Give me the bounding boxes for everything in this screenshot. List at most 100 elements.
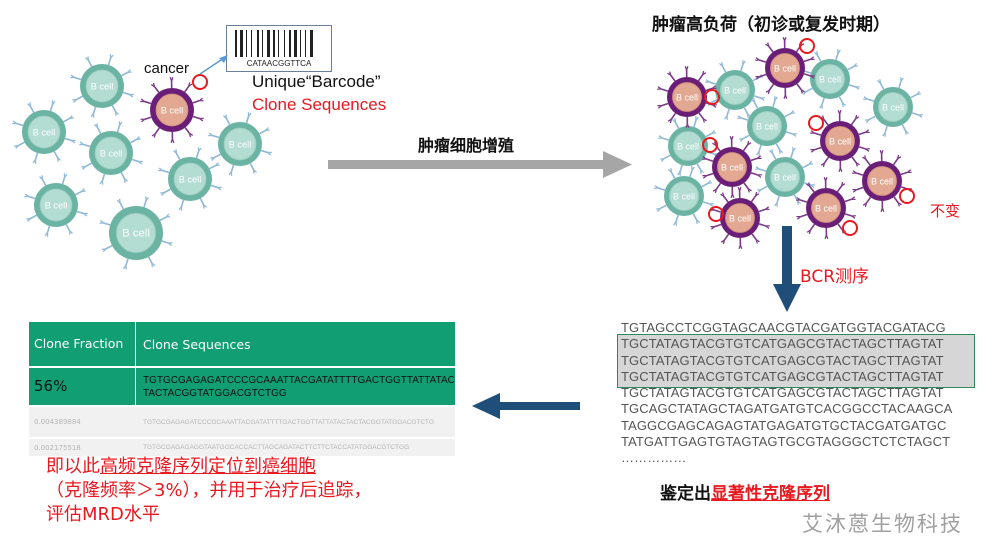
header-clone-fraction: Clone Fraction <box>29 322 136 366</box>
sequence-line: …………… <box>621 450 687 466</box>
b-cell: B cell <box>755 147 815 207</box>
cancer-label: cancer <box>144 60 190 77</box>
clone-table: Clone Fraction Clone Sequences 56% TGTGC… <box>29 322 455 456</box>
cell-label: B cell <box>100 149 123 159</box>
conclusion-line-1: 即以此高频克隆序列定位到癌细胞 <box>46 456 316 477</box>
barcode-marker-icon <box>808 115 824 131</box>
sequence-line: TGCTATAGTACGTGTCATGAGCGTACTAGCTTAGTAT <box>621 385 944 401</box>
row-sequence: TGTGCGAGAGATCCCGCAAATTACGATATTTTGACTGGTT… <box>143 418 435 426</box>
cell-label: B cell <box>33 128 56 138</box>
barcode-pointer-arrow <box>199 55 228 75</box>
cell-label: B cell <box>882 103 904 113</box>
cell-label: B cell <box>179 175 202 185</box>
cancer-cell: B cell <box>796 177 858 239</box>
cell-label: B cell <box>91 82 114 92</box>
proliferation-label: 肿瘤细胞增殖 <box>418 136 515 155</box>
unique-barcode-label: Unique“Barcode” <box>252 72 381 91</box>
barcode-marker-icon <box>799 38 815 54</box>
highlighted-sequence-line: TGCTATAGTACGTGTCATGAGCGTACTAGCTTAGTAT <box>621 336 944 352</box>
sequence-line: TGTAGCCTCGGTAGCAACGTACGATGGTACGATACG <box>621 320 946 335</box>
cancer-cell: B cell <box>140 74 208 143</box>
row-sequence: TGTGCGAGAGAGGTAATGGCACCACTTAGCAGATACTTCT… <box>143 444 410 451</box>
header-clone-sequences: Clone Sequences <box>143 336 251 352</box>
clone-sequences-label: Clone Sequences <box>252 95 387 114</box>
b-cell: B cell <box>99 196 173 270</box>
b-cell: B cell <box>70 54 134 118</box>
table-row: 0.002175518 TGTGCGAGAGAGGTAATGGCACCACTTA… <box>29 437 455 456</box>
cell-label: B cell <box>229 140 252 150</box>
barcode-marker-icon <box>704 89 720 105</box>
watermark: 艾沐蒽生物科技 <box>802 512 963 536</box>
cell-label: B cell <box>677 142 699 152</box>
b-cell: B cell <box>737 96 797 156</box>
b-cell: B cell <box>12 100 76 164</box>
cell-label: B cell <box>673 192 695 202</box>
b-cell: B cell <box>705 60 765 120</box>
back-arrow <box>472 393 580 419</box>
b-cell: B cell <box>208 112 272 176</box>
cancer-cell: B cell <box>808 110 870 172</box>
cell-label: B cell <box>774 173 796 183</box>
cell-label: B cell <box>161 106 184 116</box>
barcode-marker-icon <box>842 220 858 236</box>
cell-label: B cell <box>829 137 851 147</box>
conclusion-text: 即以此高频克隆序列定位到癌细胞 （克隆频率＞3%），并用于治疗后追踪， 评估MR… <box>46 455 372 527</box>
cell-label: B cell <box>724 86 746 96</box>
bcr-sequencing-label: BCR测序 <box>800 267 870 287</box>
caption-prefix: 鉴定出 <box>660 484 711 504</box>
cell-label: B cell <box>676 93 698 103</box>
row-sequence: TGTGCGAGAGATCCCGCAAATTACGATATTTTGACTGGTT… <box>143 374 455 399</box>
table-header-row: Clone Fraction Clone Sequences <box>29 322 455 366</box>
cell-label: B cell <box>871 177 893 187</box>
cancer-cell: B cell <box>702 136 762 198</box>
caption-emphasis: 显著性克隆序列 <box>711 484 830 504</box>
significant-clone-caption: 鉴定出显著性克隆序列 <box>660 479 830 504</box>
sequence-line: TATGATTGAGTGTAGTAGTGCGTAGGGCTCTCTAGCT <box>621 434 951 450</box>
conclusion-line-2: （克隆频率＞3%），并用于治疗后追踪， <box>46 480 372 501</box>
cancer-cell: B cell <box>755 37 815 99</box>
barcode-text: CATAACGGTTCA <box>246 59 312 68</box>
row-fraction: 0.004389884 <box>34 418 81 426</box>
barcode-box: CATAACGGTTCA <box>226 25 332 72</box>
b-cell: B cell <box>79 121 143 185</box>
barcode-icon <box>235 30 313 57</box>
row-fraction: 0.002175518 <box>34 443 81 452</box>
conclusion-underlined: 高频克隆序列定位到癌细胞 <box>100 456 316 477</box>
conclusion-line-3: 评估MRD水平 <box>46 504 160 525</box>
unchanged-label: 不变 <box>930 202 961 220</box>
cell-label: B cell <box>729 214 751 224</box>
proliferation-arrow <box>328 151 632 178</box>
barcode-marker-icon <box>708 206 724 222</box>
b-cell: B cell <box>654 166 714 226</box>
sequence-line: TGCAGCTATAGCTAGATGATGTCACGGCCTACAAGCA <box>621 401 953 417</box>
cell-label: B cell <box>45 201 68 211</box>
b-cell: B cell <box>24 173 88 237</box>
b-cell: B cell <box>658 116 718 176</box>
highlighted-sequence-line: TGCTATAGTACGTGTCATGAGCGTACTAGCTTAGTAT <box>621 352 944 368</box>
b-cell: B cell <box>863 77 923 137</box>
cell-label: B cell <box>756 122 778 132</box>
high-tumor-burden-title: 肿瘤高负荷（初诊或复发时期） <box>652 15 890 35</box>
highlighted-sequence-line: TGCTATAGTACGTGTCATGAGCGTACTAGCTTAGTAT <box>621 368 944 384</box>
b-cell: B cell <box>800 49 860 109</box>
highlight-box <box>617 334 975 388</box>
cell-label: B cell <box>819 75 841 85</box>
cancer-cell: B cell <box>708 187 770 249</box>
b-cell: B cell <box>158 147 222 211</box>
sequencing-arrow <box>773 226 801 312</box>
cancer-cell: B cell <box>852 150 915 212</box>
table-row: 56% TGTGCGAGAGATCCCGCAAATTACGATATTTTGACT… <box>29 366 455 405</box>
row-fraction: 56% <box>29 368 136 405</box>
table-row: 0.004389884 TGTGCGAGAGATCCCGCAAATTACGATA… <box>29 405 455 437</box>
cell-label: B cell <box>721 163 743 173</box>
cell-label: B cell <box>815 204 837 214</box>
barcode-marker-icon <box>899 188 915 204</box>
cell-label: B cell <box>774 64 796 74</box>
cancer-cell: B cell <box>657 66 720 128</box>
barcode-marker-icon <box>702 137 718 153</box>
barcode-marker-icon <box>192 74 208 90</box>
cell-label: B cell <box>122 228 150 240</box>
